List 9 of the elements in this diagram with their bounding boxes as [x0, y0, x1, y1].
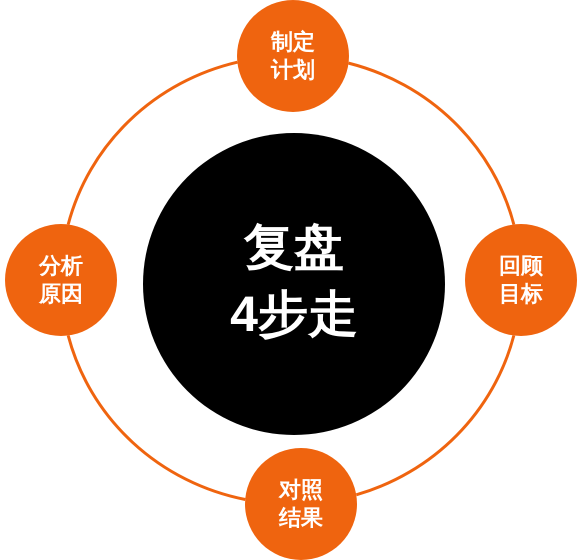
ring-arc [66, 335, 246, 501]
step-label: 对照结果 [278, 476, 324, 532]
ring-arc [348, 62, 516, 225]
title-text: 复盘4步走 [229, 218, 359, 344]
ring-arc [66, 60, 238, 225]
step-label: 回顾目标 [498, 252, 544, 308]
step-label: 制定计划 [270, 28, 316, 84]
step-label: 分析原因 [38, 252, 84, 308]
ring-arc [356, 335, 516, 496]
